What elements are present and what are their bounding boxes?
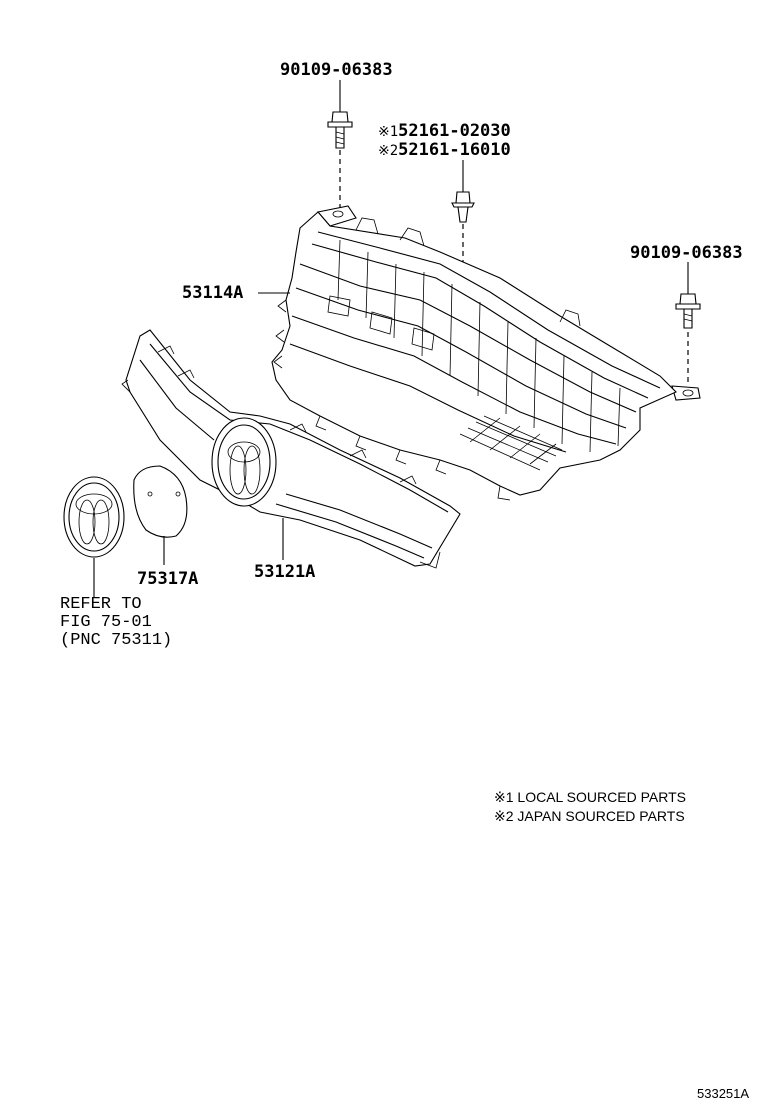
label-clip-alt1: ※152161-02030: [378, 122, 511, 141]
radiator-grille-53121A: [121, 329, 461, 569]
label-grille: 53121A: [254, 562, 316, 582]
toyota-emblem: [63, 476, 125, 598]
bolt-right: [675, 262, 701, 386]
label-bolt-right: 90109-06383: [630, 243, 743, 263]
part-number-clip-1: 52161-02030: [398, 121, 511, 141]
label-emblem-base: 75317A: [137, 569, 199, 589]
bolt-top: [327, 80, 353, 210]
note-japan-sourced: ※2 JAPAN SOURCED PARTS: [494, 808, 685, 824]
label-clip-alt2: ※252161-16010: [378, 141, 511, 160]
figure-id: 533251A: [697, 1086, 750, 1101]
grille-retainer-53114A: [271, 205, 701, 501]
mark-2: ※2: [378, 143, 399, 159]
part-number-clip-2: 52161-16010: [398, 140, 511, 160]
mark-1: ※1: [378, 124, 399, 140]
label-retainer: 53114A: [182, 283, 244, 303]
emblem-base-75317A: [133, 465, 188, 565]
refer-line-3: (PNC 75311): [60, 631, 173, 650]
label-bolt-top: 90109-06383: [280, 60, 393, 80]
refer-line-1: REFER TO: [60, 595, 142, 614]
clip-fastener: [451, 160, 475, 310]
note-local-sourced: ※1 LOCAL SOURCED PARTS: [494, 789, 686, 805]
refer-line-2: FIG 75-01: [60, 613, 152, 632]
